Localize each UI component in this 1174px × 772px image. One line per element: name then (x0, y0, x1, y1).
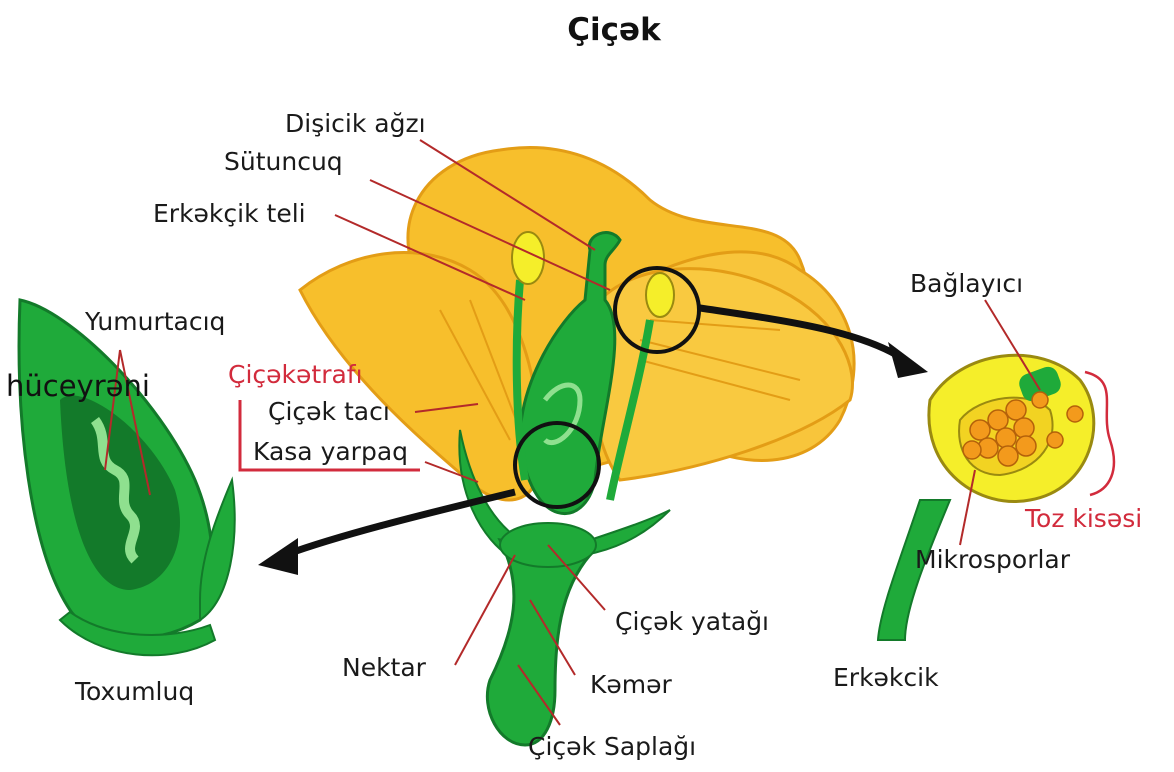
arrow-head-right (888, 342, 928, 378)
label-sutuncuq: Sütuncuq (224, 147, 343, 176)
label-nektar: Nektar (342, 653, 427, 682)
label-toxumluq: Toxumluq (74, 677, 194, 706)
label-erkekcik: Erkəkcik (833, 663, 939, 692)
label-huceyreni: hüceyrəni (6, 369, 150, 403)
label-cicek-taci: Çiçək tacı (268, 397, 390, 426)
label-mikrosporlar: Mikrosporlar (915, 545, 1071, 574)
label-erkekcik-teli: Erkəkçik teli (153, 199, 306, 228)
anther-right (646, 273, 674, 317)
label-cicek-yatagi: Çiçək yatağı (615, 607, 769, 636)
sepal-right (585, 510, 670, 555)
arrow-head-left (258, 538, 298, 575)
label-toz-kisesi: Toz kisəsi (1024, 504, 1142, 533)
label-cicekatrafi: Çiçəkətrafı (228, 360, 363, 389)
label-baglayici: Bağlayıcı (910, 269, 1023, 298)
label-cicek-saplagi: Çiçək Saplağı (528, 732, 696, 761)
label-kasa-yarpaq: Kasa yarpaq (253, 437, 408, 466)
ovary-detail (19, 300, 235, 655)
flower-stem (487, 540, 590, 745)
label-yumurtaciq: Yumurtacıq (84, 307, 225, 336)
label-kemer: Kəmər (590, 670, 673, 699)
anther-detail (878, 355, 1114, 640)
diagram-title: Çiçək (567, 12, 662, 48)
label-disicik-agzi: Dişicik ağzı (285, 109, 426, 138)
